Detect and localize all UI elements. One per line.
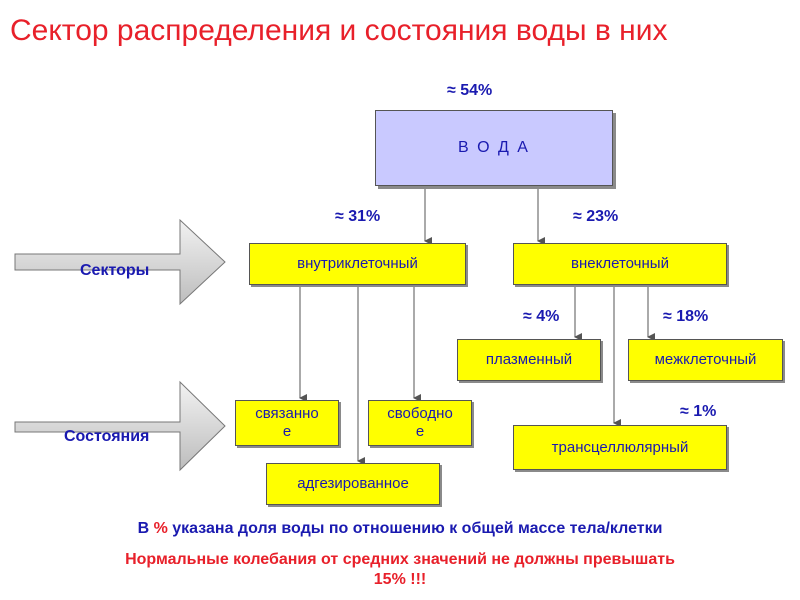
warning-line1: Нормальные колебания от средних значений…: [125, 551, 675, 568]
adsorbed-water-box: адгезированное: [266, 463, 440, 505]
free-water-line1: свободно: [387, 405, 453, 422]
free-water-line2: е: [415, 423, 425, 440]
fluctuation-warning: Нормальные колебания от средних значений…: [40, 550, 760, 590]
plasma-box: плазменный: [457, 339, 601, 381]
states-big-arrow: [14, 380, 226, 472]
intercellular-percent: ≈ 18%: [663, 308, 709, 325]
states-label: Состояния: [64, 428, 150, 445]
bound-water-line1: связанно: [255, 405, 319, 422]
plasma-percent: ≈ 4%: [523, 308, 560, 325]
bound-water-line2: е: [282, 423, 292, 440]
transcellular-box: трансцеллюлярный: [513, 425, 727, 470]
sectors-big-arrow: [14, 218, 226, 306]
page-title: Сектор распределения и состояния воды в …: [10, 14, 668, 47]
note-percent-sign: %: [153, 520, 168, 537]
extracellular-percent: ≈ 23%: [573, 208, 619, 225]
sectors-label: Секторы: [80, 262, 150, 279]
note-prefix: В: [137, 520, 150, 537]
intracellular-percent: ≈ 31%: [335, 208, 381, 225]
water-percent: ≈ 54%: [447, 82, 493, 99]
bound-water-box: связанно е: [235, 400, 339, 446]
extracellular-box: внеклеточный: [513, 243, 727, 285]
note-suffix: указана доля воды по отношению к общей м…: [172, 520, 663, 537]
intracellular-box: внутриклеточный: [249, 243, 466, 285]
water-box: В О Д А: [375, 110, 613, 186]
percent-note: В % указана доля воды по отношению к общ…: [0, 520, 800, 538]
warning-line2: 15% !!!: [373, 571, 427, 588]
transcellular-percent: ≈ 1%: [680, 403, 717, 420]
intercellular-box: межклеточный: [628, 339, 783, 381]
free-water-box: свободно е: [368, 400, 472, 446]
